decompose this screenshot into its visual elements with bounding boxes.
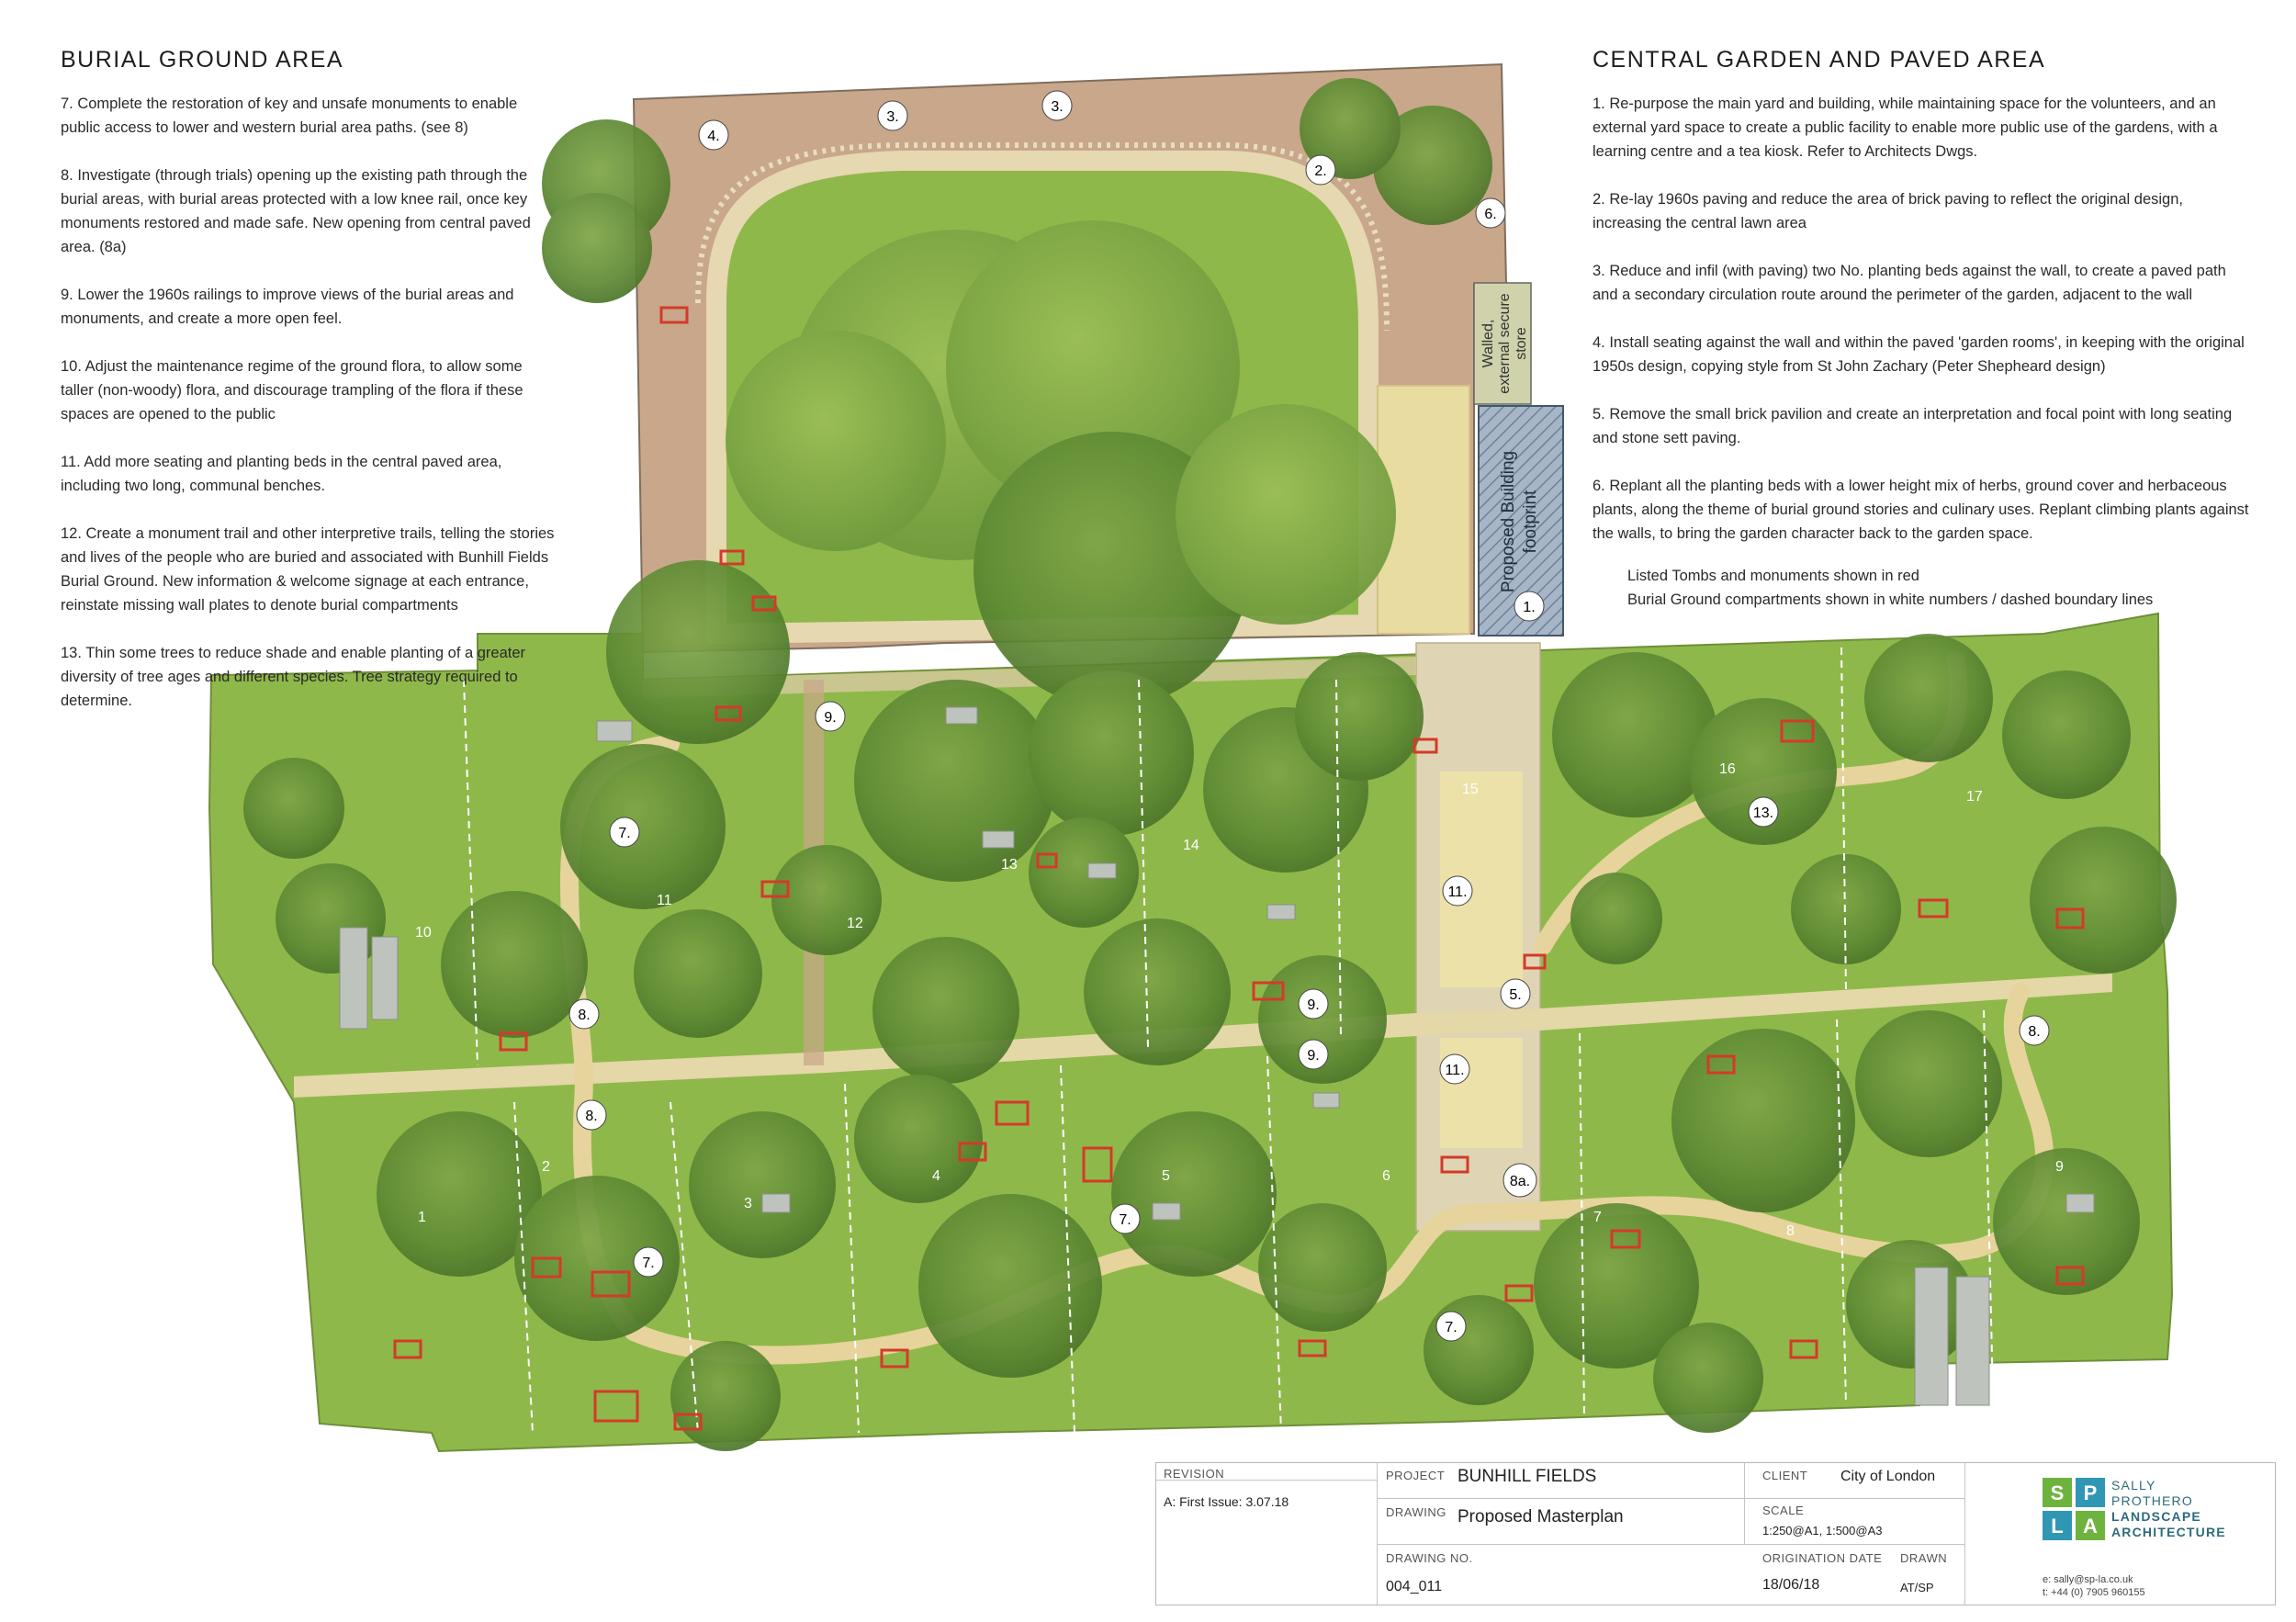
central-garden-notes: CENTRAL GARDEN AND PAVED AREA 1. Re-purp… <box>1593 48 2254 569</box>
svg-text:5: 5 <box>1162 1168 1170 1184</box>
store-label-2: external secure <box>1497 293 1513 393</box>
revision-caption: REVISION <box>1164 1467 1225 1481</box>
building-label-1: Proposed Building <box>1499 451 1518 592</box>
drawing-number-value: 004_011 <box>1386 1579 1443 1594</box>
svg-text:3.: 3. <box>1051 99 1063 115</box>
client-value: City of London <box>1840 1469 1936 1484</box>
compartment-numbers: 1 2 3 4 5 6 7 8 9 10 11 12 13 14 15 16 1… <box>415 761 2064 1239</box>
origination-date-caption: ORIGINATION DATE <box>1762 1551 1883 1565</box>
svg-text:8a.: 8a. <box>1510 1174 1530 1189</box>
svg-text:7.: 7. <box>1445 1320 1457 1335</box>
project-caption: PROJECT <box>1386 1469 1446 1482</box>
svg-text:6.: 6. <box>1484 207 1496 222</box>
svg-text:12: 12 <box>847 916 863 931</box>
sp-logo-icon: S P L A <box>2043 1478 2105 1540</box>
svg-text:P: P <box>2084 1481 2098 1504</box>
svg-text:14: 14 <box>1183 838 1199 853</box>
legend-compartments: Burial Ground compartments shown in whit… <box>1627 591 2154 608</box>
note-item: 11. Add more seating and planting beds i… <box>61 454 502 494</box>
note-item: 10. Adjust the maintenance regime of the… <box>61 358 523 422</box>
store-label-1: Walled, <box>1480 320 1496 368</box>
svg-text:9.: 9. <box>1307 1048 1319 1064</box>
svg-text:7: 7 <box>1593 1210 1602 1225</box>
svg-text:3.: 3. <box>886 109 898 125</box>
svg-text:4: 4 <box>932 1168 940 1184</box>
svg-text:1: 1 <box>418 1210 426 1225</box>
building-label-2: footprint <box>1521 490 1540 553</box>
svg-text:9.: 9. <box>824 710 836 726</box>
svg-text:17: 17 <box>1966 789 1983 805</box>
client-caption: CLIENT <box>1762 1469 1808 1482</box>
svg-text:8.: 8. <box>2028 1024 2040 1040</box>
compartment-boundaries <box>463 647 1994 1434</box>
listed-tombs <box>393 306 2085 1431</box>
note-item: 5. Remove the small brick pavilion and c… <box>1593 406 2233 446</box>
note-item: 6. Replant all the planting beds with a … <box>1593 478 2249 542</box>
note-item: 8. Investigate (through trials) opening … <box>61 167 531 255</box>
burial-ground-notes: BURIAL GROUND AREA 7. Complete the resto… <box>61 48 557 737</box>
svg-text:8.: 8. <box>578 1008 590 1023</box>
svg-text:9: 9 <box>2055 1159 2064 1175</box>
svg-text:S: S <box>2051 1481 2065 1504</box>
scale-caption: SCALE <box>1762 1504 1805 1517</box>
svg-text:5.: 5. <box>1509 987 1521 1003</box>
svg-text:4.: 4. <box>707 129 719 144</box>
svg-text:11: 11 <box>657 893 672 908</box>
contact-details: e: sally@sp-la.co.uk t: +44 (0) 7905 960… <box>2043 1573 2145 1599</box>
drawing-number-caption: DRAWING NO. <box>1386 1551 1473 1565</box>
callout-markers: 1. 2. 3. 3. 4. 5. 6. 7. 7. 7. 7. 8. 8. 8… <box>568 90 2050 1342</box>
svg-text:L: L <box>2051 1515 2063 1538</box>
origination-date-value: 18/06/18 <box>1762 1577 1820 1593</box>
svg-text:7.: 7. <box>642 1256 654 1271</box>
store-label-3: store <box>1514 327 1529 360</box>
note-item: 7. Complete the restoration of key and u… <box>61 96 518 136</box>
svg-text:11.: 11. <box>1447 884 1467 900</box>
drawn-caption: DRAWN <box>1900 1551 1948 1565</box>
drawing-caption: DRAWING <box>1386 1505 1446 1519</box>
note-item: 9. Lower the 1960s railings to improve v… <box>61 287 514 327</box>
note-item: 12. Create a monument trail and other in… <box>61 525 555 614</box>
svg-text:2: 2 <box>542 1159 550 1175</box>
contact-phone: t: +44 (0) 7905 960155 <box>2043 1587 2145 1598</box>
svg-text:16: 16 <box>1719 761 1736 777</box>
svg-text:6: 6 <box>1382 1168 1390 1184</box>
svg-text:10: 10 <box>415 925 432 941</box>
note-item: 3. Reduce and infil (with paving) two No… <box>1593 263 2226 303</box>
note-item: 1. Re-purpose the main yard and building… <box>1593 96 2218 160</box>
svg-text:2.: 2. <box>1314 163 1326 179</box>
central-garden-title: CENTRAL GARDEN AND PAVED AREA <box>1593 47 2046 73</box>
headstones <box>339 706 2095 1406</box>
note-item: 4. Install seating against the wall and … <box>1593 334 2245 375</box>
svg-text:7.: 7. <box>1119 1212 1131 1228</box>
svg-text:13.: 13. <box>1753 805 1773 821</box>
note-item: 2. Re-lay 1960s paving and reduce the ar… <box>1593 191 2183 231</box>
drawing-value: Proposed Masterplan <box>1458 1507 1624 1526</box>
burial-ground-title: BURIAL GROUND AREA <box>61 47 344 73</box>
svg-text:9.: 9. <box>1307 997 1319 1013</box>
svg-text:3: 3 <box>744 1196 752 1211</box>
svg-text:7.: 7. <box>618 826 630 841</box>
svg-text:A: A <box>2083 1515 2098 1538</box>
svg-text:13: 13 <box>1001 857 1018 873</box>
svg-text:8.: 8. <box>585 1109 597 1124</box>
east-trail <box>1479 983 2054 1264</box>
svg-text:8: 8 <box>1786 1223 1795 1239</box>
scale-value: 1:250@A1, 1:500@A3 <box>1762 1524 1883 1538</box>
svg-text:15: 15 <box>1462 782 1479 797</box>
svg-text:1.: 1. <box>1523 600 1535 615</box>
map-legend: Listed Tombs and monuments shown in red … <box>1627 564 2153 612</box>
note-item: 13. Thin some trees to reduce shade and … <box>61 645 526 709</box>
walled-store <box>1473 282 1532 405</box>
drawn-value: AT/SP <box>1900 1581 1934 1594</box>
legend-listed-tombs: Listed Tombs and monuments shown in red <box>1627 568 1919 584</box>
project-value: BUNHILL FIELDS <box>1458 1467 1597 1486</box>
svg-text:11.: 11. <box>1445 1063 1464 1078</box>
title-block: REVISION A: First Issue: 3.07.18 PROJECT… <box>1155 1462 2276 1605</box>
logo-text: SALLY PROTHERO LANDSCAPE ARCHITECTURE <box>2111 1478 2226 1539</box>
revision-value: A: First Issue: 3.07.18 <box>1164 1494 1289 1509</box>
contact-email: e: sally@sp-la.co.uk <box>2043 1574 2133 1585</box>
